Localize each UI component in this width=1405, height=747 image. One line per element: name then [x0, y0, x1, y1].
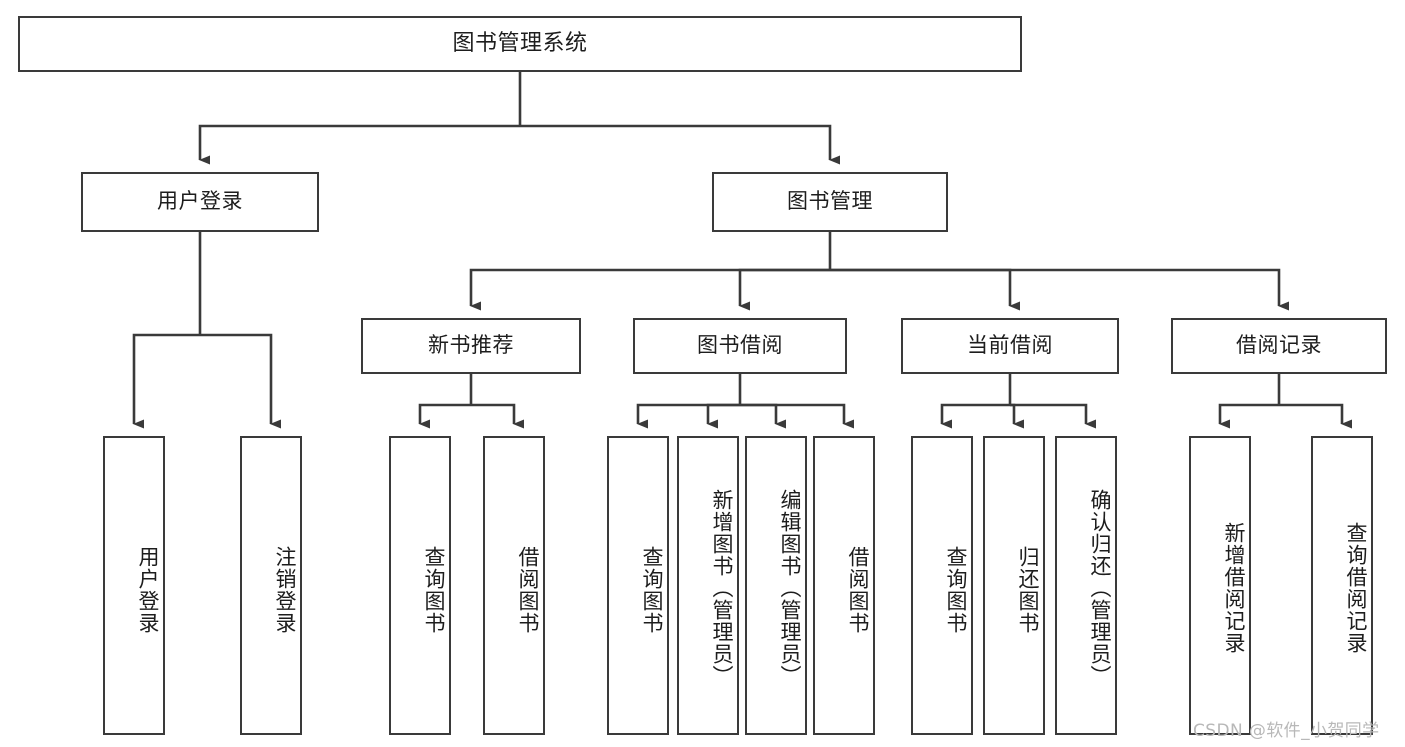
node-l3-edit-book[interactable]: 编辑图书（管理员） — [745, 436, 807, 735]
connector-arrow — [706, 403, 740, 429]
node-label: 借阅记录 — [1236, 333, 1322, 358]
node-label: 当前借阅 — [967, 333, 1053, 358]
connector-arrow — [738, 268, 830, 311]
node-l3-query-book-a[interactable]: 查询图书 — [389, 436, 451, 735]
node-label: 用户登录 — [157, 189, 243, 214]
node-l3-borrow-book-b[interactable]: 借阅图书 — [813, 436, 875, 735]
connector-arrow — [636, 403, 740, 429]
node-label: 新书推荐 — [428, 333, 514, 358]
connector-arrow — [1279, 403, 1352, 429]
node-label: 图书管理 — [787, 189, 873, 214]
node-label: 图书借阅 — [697, 333, 783, 358]
node-label: 新增图书（管理员） — [710, 488, 734, 687]
node-label: 借阅图书 — [846, 545, 870, 634]
node-l3-logout-login[interactable]: 注销登录 — [240, 436, 302, 735]
node-l3-return-book[interactable]: 归还图书 — [983, 436, 1045, 735]
node-label: 归还图书 — [1016, 545, 1040, 634]
node-l1-user-login[interactable]: 用户登录 — [81, 172, 319, 232]
node-l2-borrow-record[interactable]: 借阅记录 — [1171, 318, 1387, 374]
connector-arrow — [418, 403, 471, 429]
connector-arrow — [830, 268, 1020, 311]
node-l3-borrow-book-a[interactable]: 借阅图书 — [483, 436, 545, 735]
node-l3-query-record[interactable]: 查询借阅记录 — [1311, 436, 1373, 735]
node-label: 新增借阅记录 — [1222, 521, 1246, 654]
node-label: 图书管理系统 — [452, 30, 588, 56]
node-label: 注销登录 — [273, 545, 297, 634]
connector-arrow — [1218, 403, 1279, 429]
node-label: 查询图书 — [944, 545, 968, 634]
node-root[interactable]: 图书管理系统 — [18, 16, 1022, 72]
node-label: 编辑图书（管理员） — [778, 488, 802, 687]
connector-arrow — [469, 268, 830, 311]
node-label: 确认归还（管理员） — [1088, 488, 1112, 687]
node-l3-confirm-return[interactable]: 确认归还（管理员） — [1055, 436, 1117, 735]
node-label: 借阅图书 — [516, 545, 540, 634]
connector-arrow — [132, 333, 200, 429]
node-label: 查询图书 — [640, 545, 664, 634]
node-l1-book-manage[interactable]: 图书管理 — [712, 172, 948, 232]
connector-arrow — [740, 403, 786, 429]
node-label: 查询借阅记录 — [1344, 521, 1368, 654]
node-l3-add-record[interactable]: 新增借阅记录 — [1189, 436, 1251, 735]
node-l3-query-book-b[interactable]: 查询图书 — [607, 436, 669, 735]
node-l2-current-borrow[interactable]: 当前借阅 — [901, 318, 1119, 374]
connector-arrow — [1010, 403, 1096, 429]
connector-arrow — [940, 403, 1010, 429]
connector-arrow — [1010, 403, 1024, 429]
node-l2-book-borrow[interactable]: 图书借阅 — [633, 318, 847, 374]
node-l3-add-book[interactable]: 新增图书（管理员） — [677, 436, 739, 735]
connector-arrow — [830, 268, 1289, 311]
node-label: 用户登录 — [136, 545, 160, 634]
connector-arrow — [200, 333, 281, 429]
connector-arrow — [471, 403, 524, 429]
connector-arrow — [740, 403, 854, 429]
csdn-watermark: CSDN @软件_小贺同学 — [1193, 721, 1380, 741]
node-l3-user-login[interactable]: 用户登录 — [103, 436, 165, 735]
node-l3-query-book-c[interactable]: 查询图书 — [911, 436, 973, 735]
connector-arrow — [520, 124, 840, 165]
node-label: 查询图书 — [422, 545, 446, 634]
connector-arrow — [198, 124, 520, 165]
node-l2-new-book-rec[interactable]: 新书推荐 — [361, 318, 581, 374]
